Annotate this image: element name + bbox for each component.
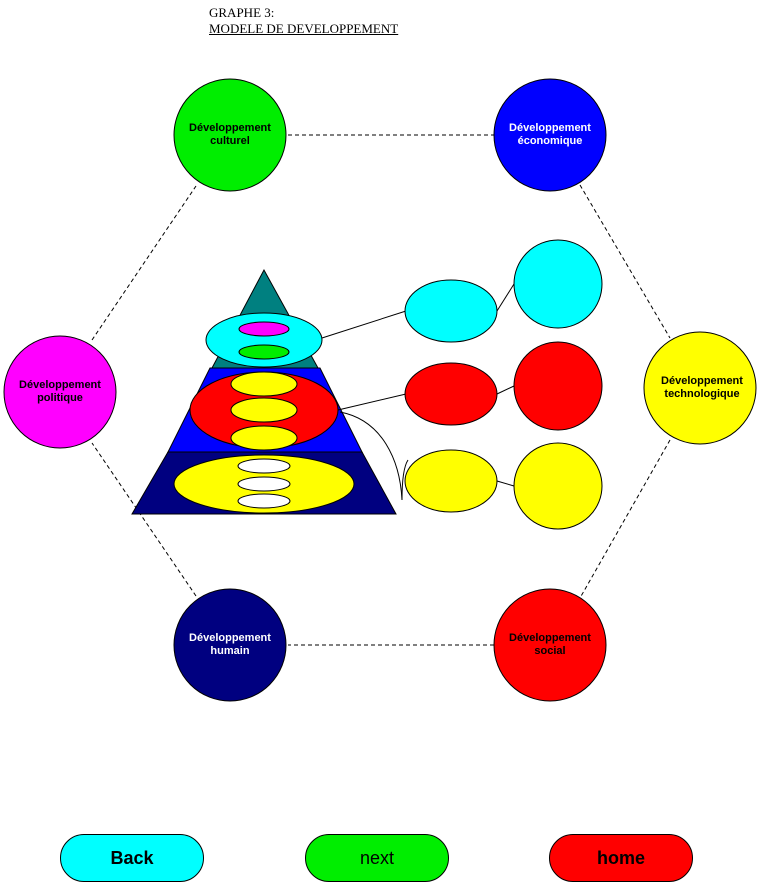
node-economique (493, 78, 607, 192)
side-circle-top (513, 239, 603, 329)
link-curve-to-bottom-oval (401, 459, 409, 501)
connector-economique-technologique (579, 184, 671, 339)
side-circle-middle (513, 341, 603, 431)
middle-tier-inner-1 (230, 371, 298, 397)
back-button-label: Back (110, 847, 154, 868)
home-button-label: home (596, 847, 645, 868)
middle-tier-inner-3 (230, 425, 298, 451)
link-oval-to-circle-top (496, 283, 515, 312)
side-oval-middle (404, 362, 498, 426)
graph-title: MODELE DE DEVELOPPEMENT (209, 21, 399, 36)
side-circle-bottom (513, 442, 603, 530)
side-oval-bottom (404, 449, 498, 513)
link-oval-to-circle-bottom (496, 480, 515, 487)
node-technologique (643, 331, 757, 445)
node-culturel (173, 78, 287, 192)
top-tier-inner-green (238, 344, 290, 360)
top-tier-inner-magenta (238, 321, 290, 337)
bottom-tier-inner-1 (237, 458, 291, 474)
title-block: GRAPHE 3: MODELE DE DEVELOPPEMENT (209, 5, 424, 37)
connector-politique-culturel (91, 185, 197, 341)
top-tier-ellipse (205, 312, 323, 368)
link-middle-to-oval (337, 393, 407, 411)
node-humain (173, 588, 287, 702)
next-button[interactable]: next (305, 834, 449, 882)
graph-number: GRAPHE 3: (209, 5, 275, 20)
side-oval-top (404, 279, 498, 343)
home-button[interactable]: home (549, 834, 693, 882)
link-curve-middle-to-bottom (339, 411, 403, 501)
bottom-tier-inner-2 (237, 476, 291, 492)
connector-humain-politique (91, 442, 197, 597)
connector-technologique-social (579, 439, 671, 599)
back-button[interactable]: Back (60, 834, 204, 882)
bottom-tier-inner-3 (237, 493, 291, 509)
link-top-to-oval (321, 310, 407, 339)
next-button-label: next (359, 847, 395, 868)
middle-tier-inner-2 (230, 397, 298, 423)
node-politique (3, 335, 117, 449)
development-model-diagram (3, 78, 757, 702)
link-oval-to-circle-middle (496, 385, 515, 395)
node-social (493, 588, 607, 702)
